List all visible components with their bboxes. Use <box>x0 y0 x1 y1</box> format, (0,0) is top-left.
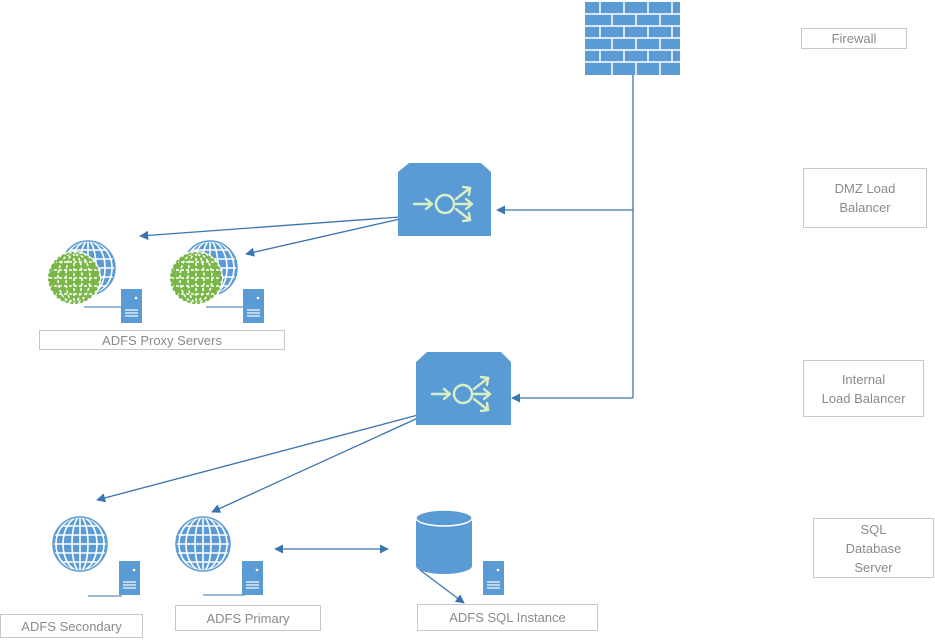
database-icon <box>415 509 505 596</box>
connector-lines <box>96 75 634 604</box>
label-adfs-secondary: ADFS Secondary <box>0 614 143 638</box>
adfs-secondary-icon <box>50 514 141 597</box>
label-adfs-primary: ADFS Primary <box>175 605 321 631</box>
label-firewall: Firewall <box>801 28 907 49</box>
label-sql-database-server: SQL Database Server <box>813 518 934 578</box>
internal-load-balancer-icon <box>416 352 511 425</box>
firewall-icon <box>585 2 680 75</box>
label-adfs-sql-instance: ADFS SQL Instance <box>417 604 598 631</box>
label-dmz-load-balancer: DMZ Load Balancer <box>803 168 927 228</box>
proxy-server-1-icon <box>44 238 143 324</box>
proxy-server-2-icon <box>166 238 265 324</box>
adfs-primary-icon <box>173 514 264 596</box>
dmz-load-balancer-icon <box>398 163 491 236</box>
label-adfs-proxy-servers: ADFS Proxy Servers <box>39 330 285 350</box>
label-internal-load-balancer: Internal Load Balancer <box>803 360 924 417</box>
